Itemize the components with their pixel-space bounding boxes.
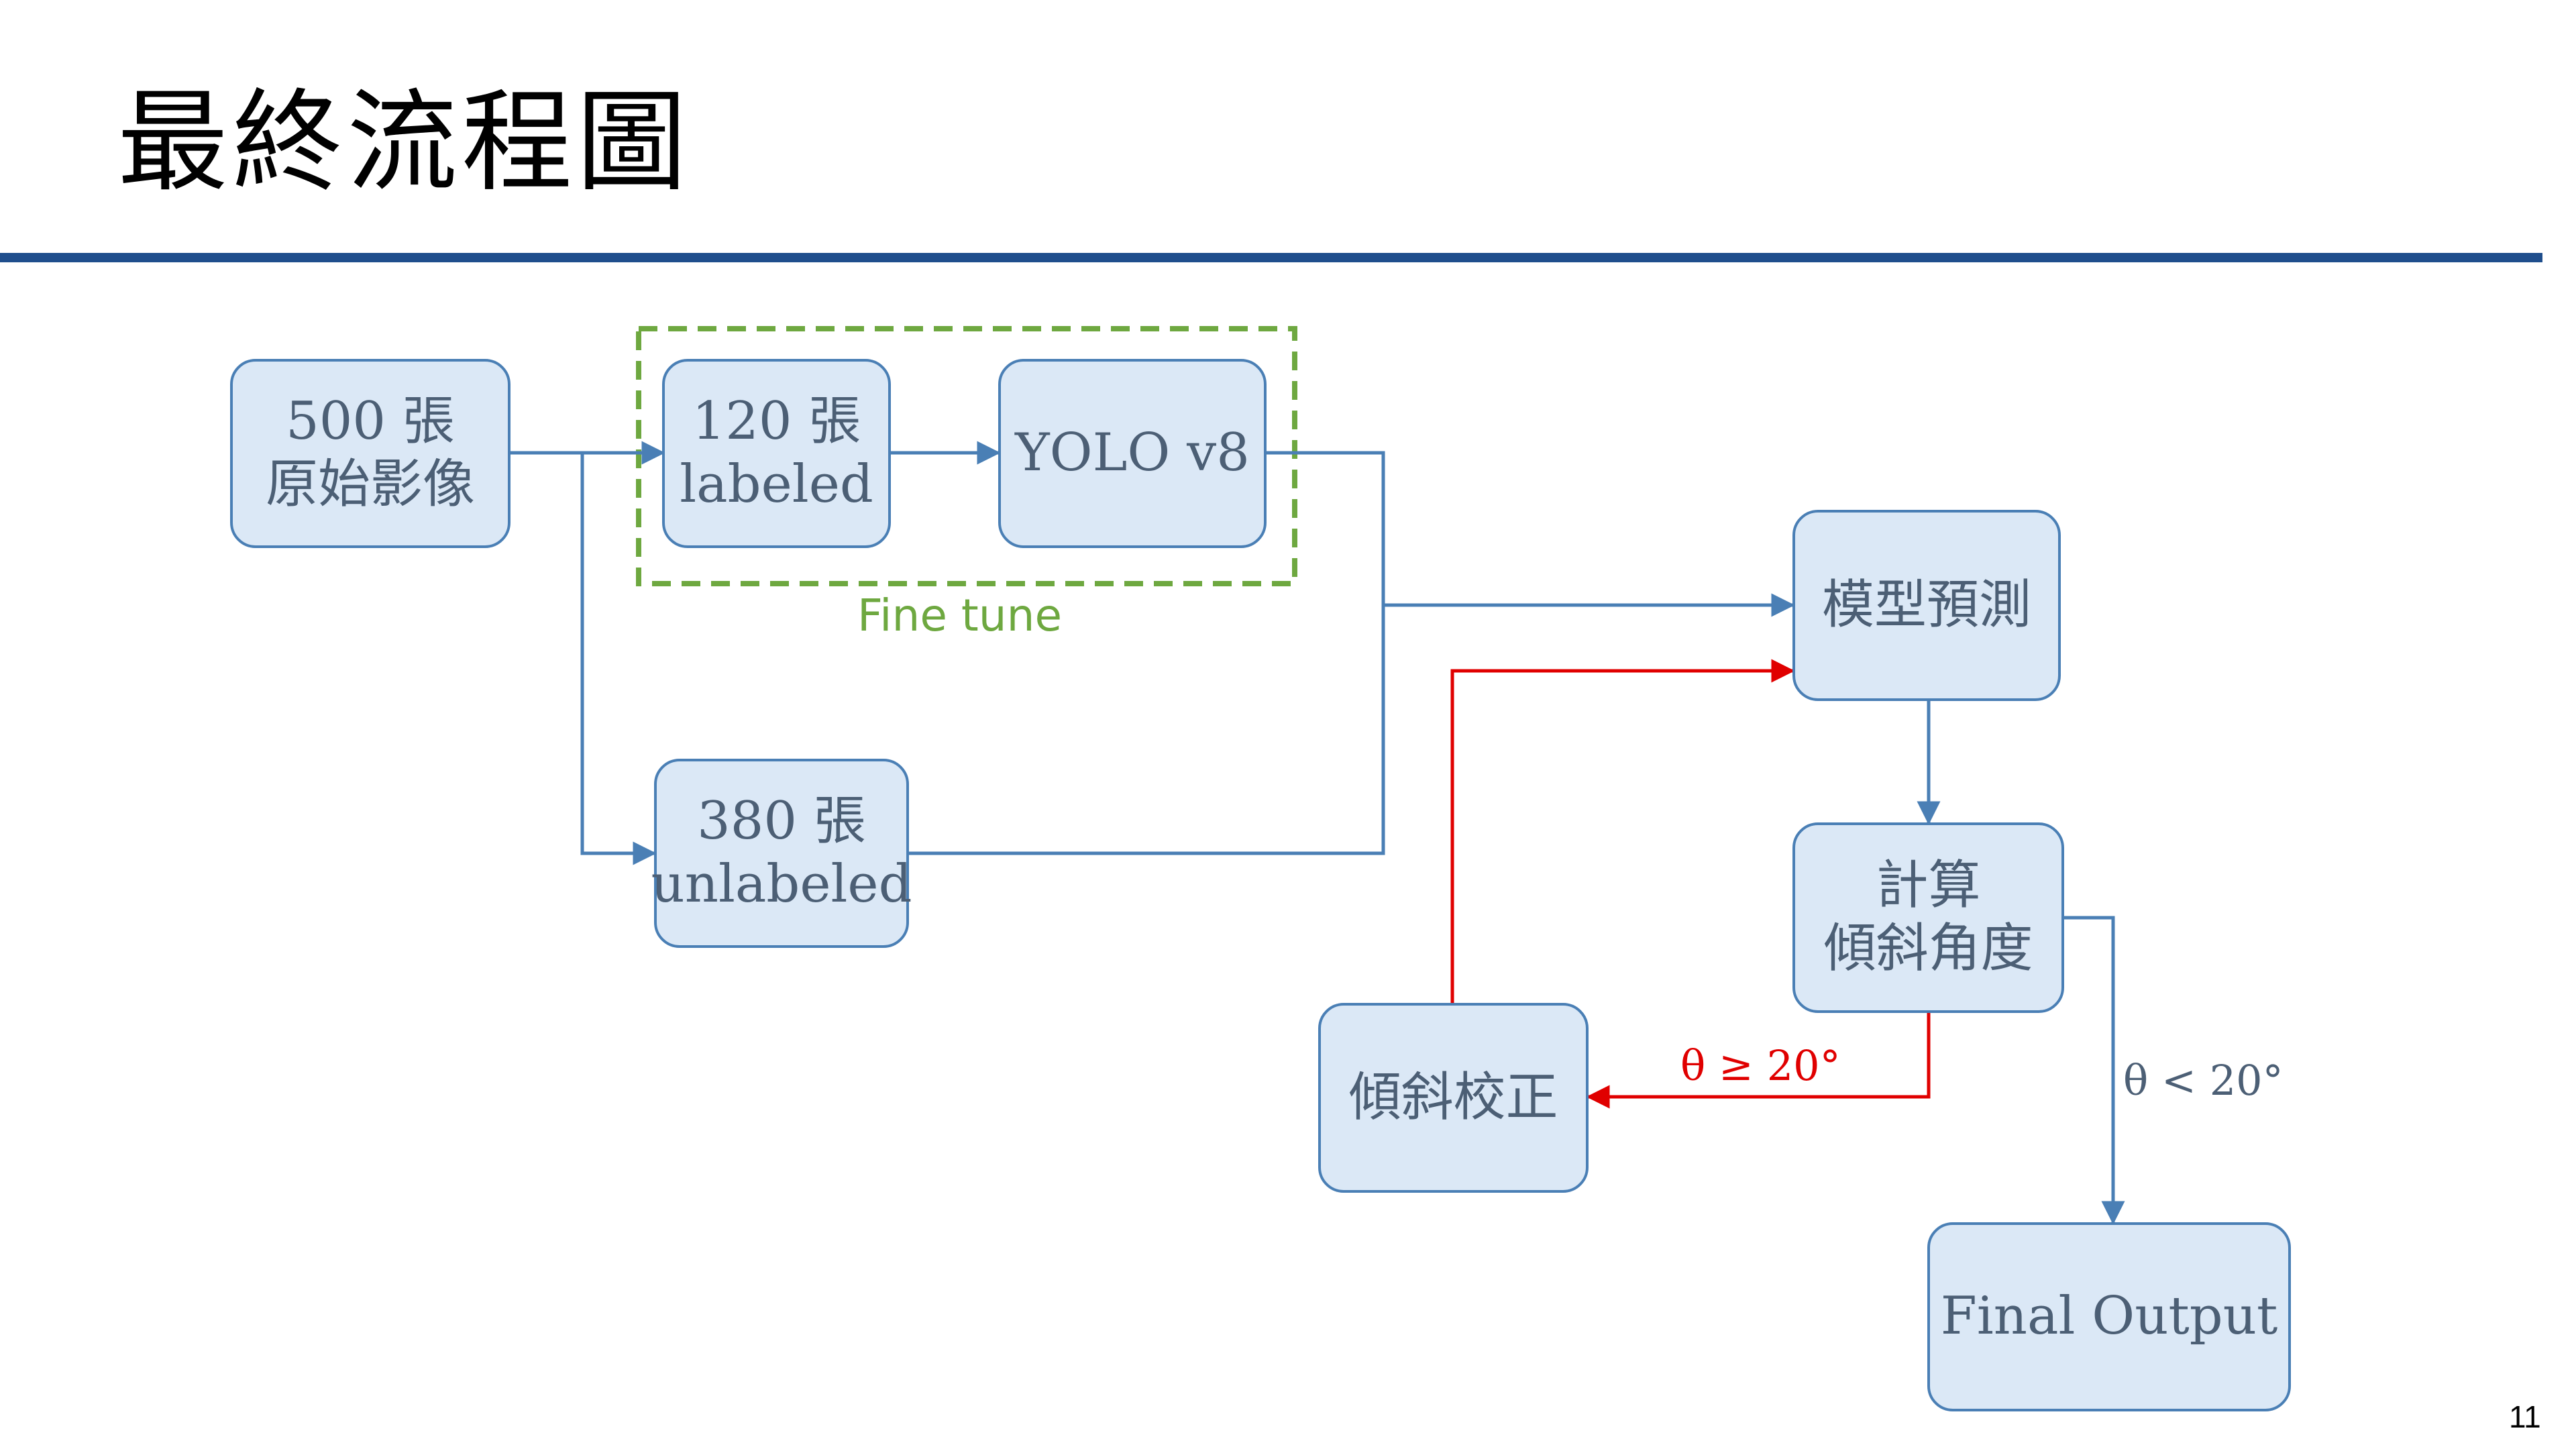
node-raw-images-label: 500 張 原始影像 [265,391,475,515]
edge-yolo-to-predict [1267,451,1795,617]
condition-output-label: θ < 20° [2123,1056,2284,1105]
node-labeled: 120 張 labeled [662,359,891,548]
edge-unlabeled-to-join [909,605,1385,855]
node-correction: 傾斜校正 [1318,1003,1589,1193]
node-labeled-label: 120 張 labeled [680,391,873,515]
edge-compute-to-correction [1586,1013,1931,1109]
node-predict-label: 模型預測 [1821,574,2031,635]
node-compute-angle: 計算 傾斜角度 [1792,822,2064,1013]
node-raw-images: 500 張 原始影像 [230,359,511,548]
title-divider [0,253,2542,262]
node-unlabeled-label: 380 張 unlabeled [651,791,912,914]
edge-correction-to-predict [1450,659,1795,1003]
node-yolo-label: YOLO v8 [1015,423,1250,484]
node-correction-label: 傾斜校正 [1348,1067,1558,1128]
edge-raw-to-unlabeled [580,453,657,865]
node-unlabeled: 380 張 unlabeled [651,759,912,948]
page-title: 最終流程圖 [117,78,691,207]
node-yolo: YOLO v8 [998,359,1267,548]
node-final-output-label: Final Output [1940,1286,2278,1347]
node-final-output: Final Output [1927,1222,2291,1411]
node-compute-angle-label: 計算 傾斜角度 [1823,855,2033,979]
fine-tune-group [636,326,1297,586]
fine-tune-label: Fine tune [857,590,1063,641]
page-number: 11 [2509,1399,2541,1434]
edge-compute-to-output [2064,916,2125,1225]
condition-correct-label: θ ≥ 20° [1680,1041,1841,1090]
node-predict: 模型預測 [1792,510,2061,701]
